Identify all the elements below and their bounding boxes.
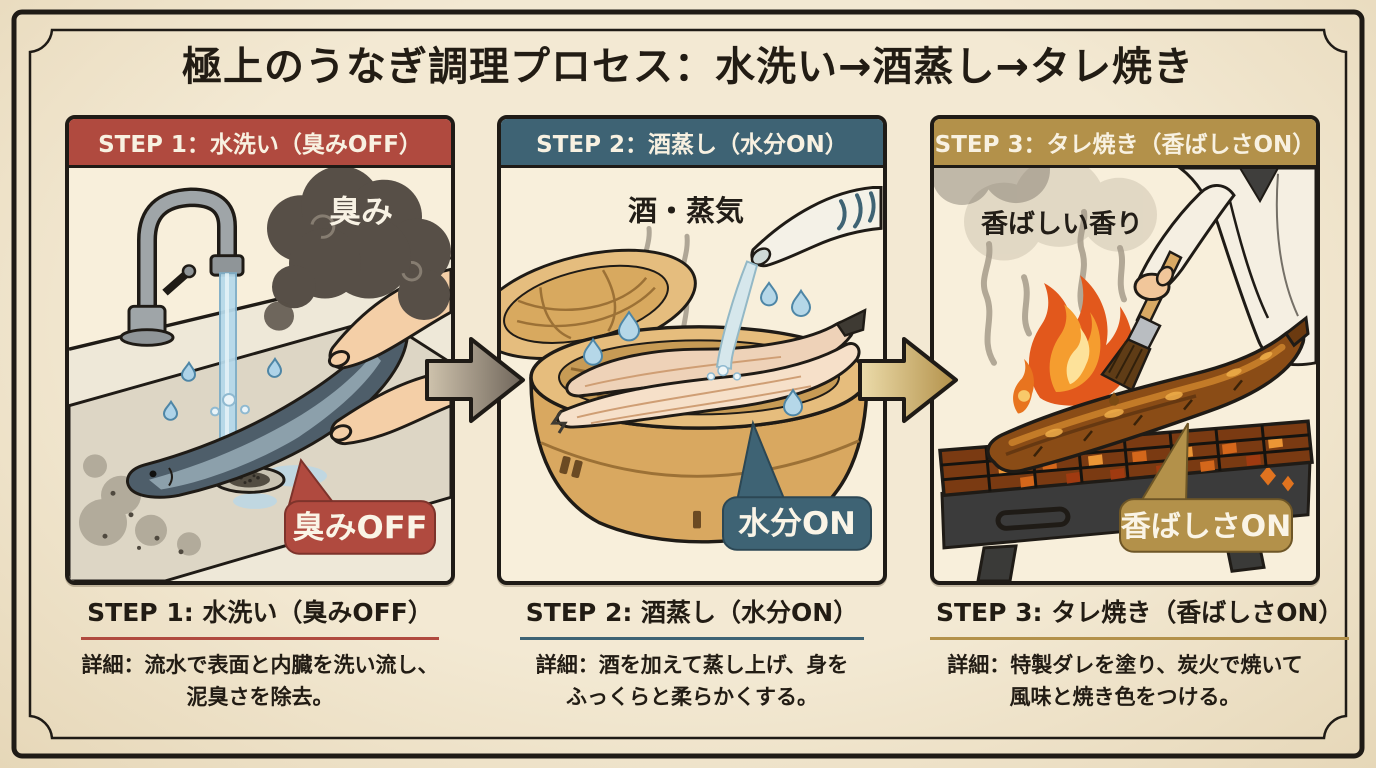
step2-panel: STEP 2：酒蒸し（水分ON） — [497, 115, 887, 585]
water-droplets — [582, 281, 812, 417]
step3-caption: STEP 3: タレ焼き（香ばしさON） 詳細：特製ダレを塗り、炭火で焼いて 風… — [930, 593, 1350, 713]
sake-bottle — [706, 186, 883, 381]
smoke-wisps — [934, 168, 1157, 366]
step1-header-label: STEP 1：水洗い（臭みOFF） — [98, 132, 422, 158]
caption-title: STEP 3: タレ焼き（香ばしさON） — [930, 593, 1350, 640]
step2-header: STEP 2：酒蒸し（水分ON） — [501, 119, 883, 168]
flames — [1013, 275, 1134, 414]
step3-header-label: STEP 3：タレ焼き（香ばしさON） — [934, 132, 1316, 158]
caption-detail: 詳細：流水で表面と内臓を洗い流し、 泥臭さを除去。 — [81, 653, 439, 709]
step3-header: STEP 3：タレ焼き（香ばしさON） — [934, 119, 1316, 168]
glazed-eel — [986, 315, 1310, 474]
step1-illustration: 臭み 臭みOFF — [69, 168, 451, 581]
arrow-icon — [425, 337, 525, 423]
step3-illustration: 香ばしい香り 香ばしさON — [934, 168, 1316, 581]
step2-illustration: 酒・蒸気 水分ON — [501, 168, 883, 581]
step1-header: STEP 1：水洗い（臭みOFF） — [69, 119, 451, 168]
caption-title: STEP 1: 水洗い（臭みOFF） — [81, 593, 439, 640]
status-badge: 水分ON — [722, 419, 872, 551]
page-title: 極上のうなぎ調理プロセス：水洗い→酒蒸し→タレ焼き — [181, 44, 1195, 90]
step2-header-label: STEP 2：酒蒸し（水分ON） — [536, 132, 848, 158]
step1-panel: STEP 1：水洗い（臭みOFF） — [65, 115, 455, 585]
scene-label: 臭み — [329, 195, 393, 231]
brush-hand — [1100, 184, 1236, 406]
status-badge: 香ばしさON — [1119, 422, 1293, 553]
step3-panel: STEP 3：タレ焼き（香ばしさON） — [930, 115, 1320, 585]
caption-detail: 詳細：特製ダレを塗り、炭火で焼いて 風味と焼き色をつける。 — [947, 653, 1303, 709]
step2-caption: STEP 2: 酒蒸し（水分ON） 詳細：酒を加えて蒸し上げ、身を ふっくらと柔… — [497, 593, 887, 713]
smell-smoke-cloud: 臭み — [264, 168, 451, 331]
badge-label: 香ばしさON — [1121, 510, 1292, 544]
caption-detail: 詳細：酒を加えて蒸し上げ、身を ふっくらと柔らかくする。 — [535, 653, 849, 709]
caption-title: STEP 2: 酒蒸し（水分ON） — [519, 593, 865, 640]
arrow-step1-to-step2 — [425, 332, 527, 428]
arrow-icon — [858, 337, 958, 423]
scene-label: 香ばしい香り — [981, 209, 1143, 240]
scene-label: 酒・蒸気 — [628, 194, 744, 228]
status-badge: 臭みOFF — [284, 457, 436, 555]
splash-droplets — [162, 357, 283, 421]
step1-caption: STEP 1: 水洗い（臭みOFF） 詳細：流水で表面と内臓を洗い流し、 泥臭さ… — [65, 593, 455, 713]
badge-label: 臭みOFF — [293, 511, 428, 547]
brush-bristles — [1100, 337, 1152, 392]
badge-label: 水分ON — [738, 507, 856, 543]
faucet-icon — [119, 187, 245, 347]
eel-fillets — [550, 308, 867, 434]
arrow-step2-to-step3 — [858, 332, 960, 428]
